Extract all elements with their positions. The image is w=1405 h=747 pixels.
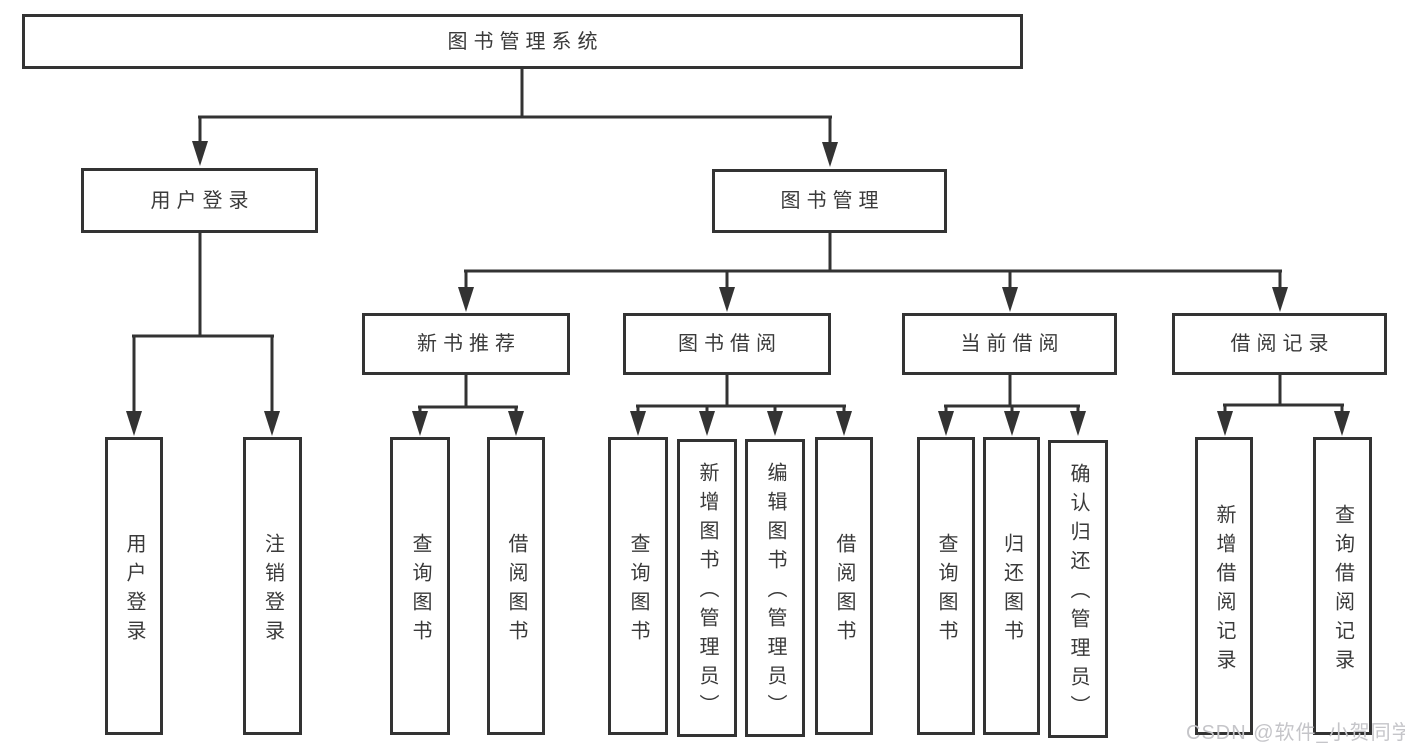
node-current-return-book-label: 归还图书	[1000, 532, 1023, 649]
arrow-to-borrow-borrow	[836, 411, 852, 436]
node-recommend-query-book-label: 查询图书	[409, 532, 431, 649]
node-borrow-record: 借阅记录	[1172, 313, 1387, 375]
node-user-login-label: 用户登录	[150, 189, 255, 212]
node-book-borrow-label: 图书借阅	[678, 333, 782, 355]
node-logout-action: 注销登录	[243, 437, 302, 735]
node-borrow-query-book-label: 查询图书	[627, 532, 649, 649]
arrow-to-record-query	[1334, 411, 1350, 436]
node-record-add-record-label: 新增借阅记录	[1213, 503, 1235, 678]
node-borrow-borrow-book-label: 借阅图书	[833, 532, 855, 649]
node-borrow-add-book-label: 新增图书（管理员）	[696, 462, 718, 723]
arrow-to-current	[1002, 287, 1018, 312]
node-borrow-query-book: 查询图书	[608, 437, 668, 735]
arrow-to-borrow-add	[699, 411, 715, 436]
node-current-borrow: 当前借阅	[902, 313, 1117, 375]
arrow-to-book-mgmt	[822, 142, 838, 167]
arrow-to-recommend	[458, 287, 474, 312]
node-record-add-record: 新增借阅记录	[1195, 437, 1253, 735]
node-book-borrow: 图书借阅	[623, 313, 831, 375]
node-borrow-borrow-book: 借阅图书	[815, 437, 873, 735]
node-borrow-record-label: 借阅记录	[1230, 333, 1335, 355]
node-borrow-edit-book: 编辑图书（管理员）	[745, 439, 805, 737]
arrow-to-current-return	[1004, 411, 1020, 436]
node-record-query-record: 查询借阅记录	[1313, 437, 1372, 735]
node-user-login-action-label: 用户登录	[123, 532, 145, 649]
node-book-mgmt-label: 图书管理	[780, 190, 885, 212]
node-current-confirm-return-label: 确认归还（管理员）	[1067, 463, 1089, 724]
node-new-book-recommend: 新书推荐	[362, 313, 570, 375]
watermark: CSDN @软件_小贺同学	[1186, 722, 1405, 744]
arrow-to-record-add	[1217, 411, 1233, 436]
node-borrow-edit-book-label: 编辑图书（管理员）	[764, 462, 786, 723]
node-root-label: 图书管理系统	[447, 30, 604, 53]
arrow-to-user-login	[192, 141, 208, 166]
node-current-borrow-label: 当前借阅	[960, 333, 1065, 355]
node-user-login: 用户登录	[81, 168, 318, 233]
node-recommend-query-book: 查询图书	[390, 437, 450, 735]
node-record-query-record-label: 查询借阅记录	[1331, 503, 1354, 678]
node-recommend-borrow-book: 借阅图书	[487, 437, 545, 735]
arrow-to-current-query	[938, 411, 954, 436]
node-user-login-action: 用户登录	[105, 437, 163, 735]
node-recommend-borrow-book-label: 借阅图书	[505, 532, 527, 649]
arrow-to-record	[1272, 287, 1288, 312]
node-root: 图书管理系统	[22, 14, 1023, 69]
node-current-confirm-return: 确认归还（管理员）	[1048, 440, 1108, 738]
node-borrow-add-book: 新增图书（管理员）	[677, 439, 737, 737]
arrow-to-logout-leaf	[264, 411, 280, 436]
arrow-to-borrow	[719, 287, 735, 312]
arrow-to-login-leaf	[126, 411, 142, 436]
node-current-query-book-label: 查询图书	[935, 532, 957, 649]
arrow-to-recommend-borrow	[508, 411, 524, 436]
arrow-to-recommend-query	[412, 411, 428, 436]
node-current-return-book: 归还图书	[983, 437, 1040, 735]
node-logout-action-label: 注销登录	[261, 532, 284, 649]
node-current-query-book: 查询图书	[917, 437, 975, 735]
node-new-book-recommend-label: 新书推荐	[417, 333, 521, 355]
arrow-to-borrow-query	[630, 411, 646, 436]
node-book-mgmt: 图书管理	[712, 169, 947, 233]
arrow-to-borrow-edit	[767, 411, 783, 436]
arrow-to-current-confirm	[1070, 411, 1086, 436]
